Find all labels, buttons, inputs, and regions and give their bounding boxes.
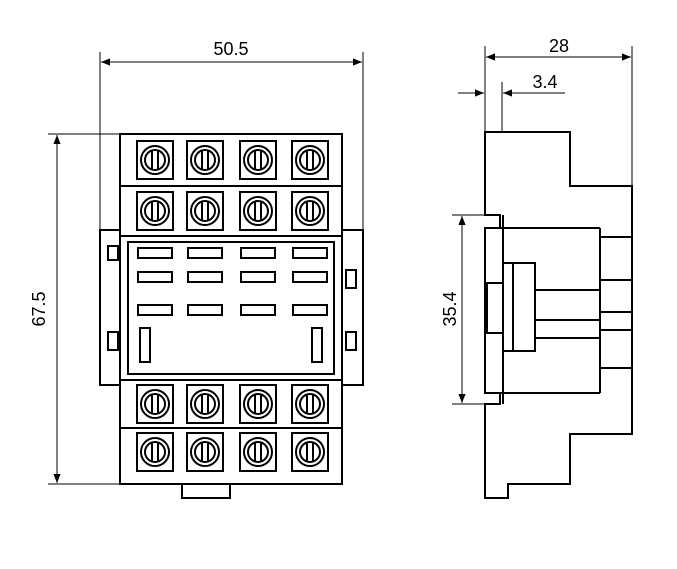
side-outline [484, 131, 633, 499]
dimension-side-height: 35.4 [440, 214, 488, 405]
screw-terminal [136, 191, 174, 231]
screw-terminal [186, 140, 224, 180]
coil-slot-right [311, 327, 323, 363]
side-view: 28 3.4 35.4 [440, 36, 633, 499]
contact-area [127, 241, 335, 375]
contact-slot [292, 247, 328, 259]
dimension-side-depth: 28 [484, 36, 633, 190]
dimension-label-35-4: 35.4 [440, 291, 460, 326]
screw-terminals [136, 140, 329, 472]
screw-terminal [239, 432, 277, 472]
dimension-label-3-4: 3.4 [532, 72, 557, 92]
contact-slot [187, 247, 223, 259]
screw-terminal [136, 140, 174, 180]
contact-slot [187, 271, 223, 283]
contact-slot [240, 247, 276, 259]
screw-terminal [186, 432, 224, 472]
screw-terminal [136, 384, 174, 424]
dimension-label-67-5: 67.5 [29, 291, 49, 326]
dimension-label-28: 28 [549, 36, 569, 56]
coil-slot-left [139, 327, 151, 363]
contact-slot [187, 304, 223, 316]
bottom-clip [181, 483, 231, 499]
screw-terminal [239, 384, 277, 424]
dimension-front-height: 67.5 [29, 133, 120, 485]
contact-slot [240, 304, 276, 316]
pin-stub [486, 282, 504, 334]
contact-slot [292, 271, 328, 283]
screw-terminal [291, 432, 329, 472]
dimension-front-width: 50.5 [99, 39, 364, 250]
front-view: 50.5 67.5 [29, 39, 364, 499]
contact-slot [240, 271, 276, 283]
contact-slots [137, 247, 328, 363]
contact-slot [137, 271, 173, 283]
screw-terminal [186, 384, 224, 424]
dimension-side-offset: 3.4 [458, 72, 565, 132]
contact-slot [292, 304, 328, 316]
screw-terminal [291, 384, 329, 424]
contact-slot [137, 247, 173, 259]
pin-block [502, 262, 536, 352]
dimension-label-50-5: 50.5 [213, 39, 248, 59]
right-mounting-flange [340, 229, 364, 386]
screw-terminal [239, 140, 277, 180]
screw-terminal [186, 191, 224, 231]
contact-slot [137, 304, 173, 316]
screw-terminal [291, 191, 329, 231]
screw-terminal [239, 191, 277, 231]
screw-terminal [291, 140, 329, 180]
screw-terminal [136, 432, 174, 472]
